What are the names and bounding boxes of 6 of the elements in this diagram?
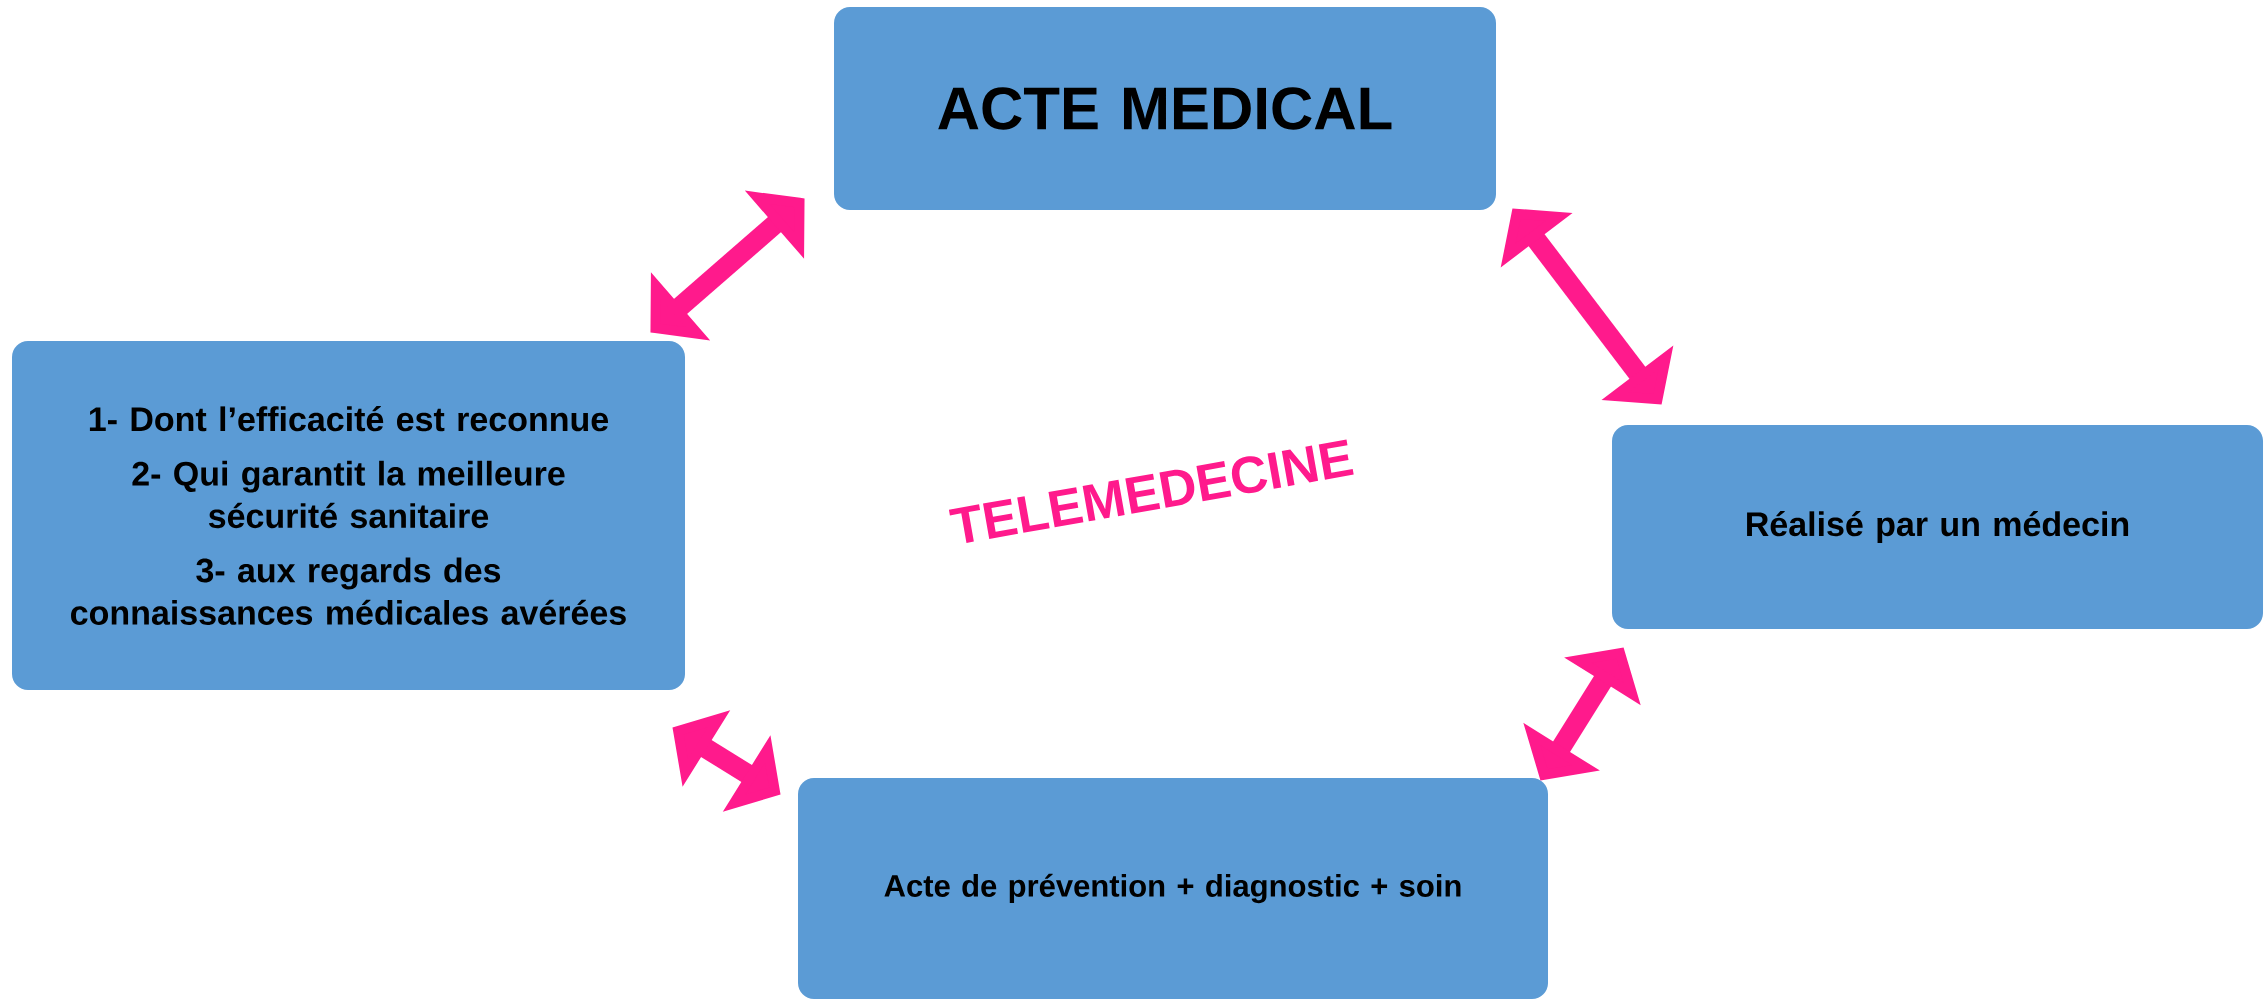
process-box: 1- Dont l’efficacité est reconnue 2- Qui garantit la meilleure sécurité sanitaire 3- aux regards des connaissances médicales avérées xyxy=(12,341,685,690)
process-box: Réalisé par un médecin xyxy=(1612,425,2263,629)
process-box: Acte de prévention + diagnostic + soin xyxy=(798,778,1548,999)
double-arrow xyxy=(1500,208,1674,405)
process-box: ACTE MEDICAL xyxy=(834,7,1496,210)
double-arrow xyxy=(650,190,805,341)
